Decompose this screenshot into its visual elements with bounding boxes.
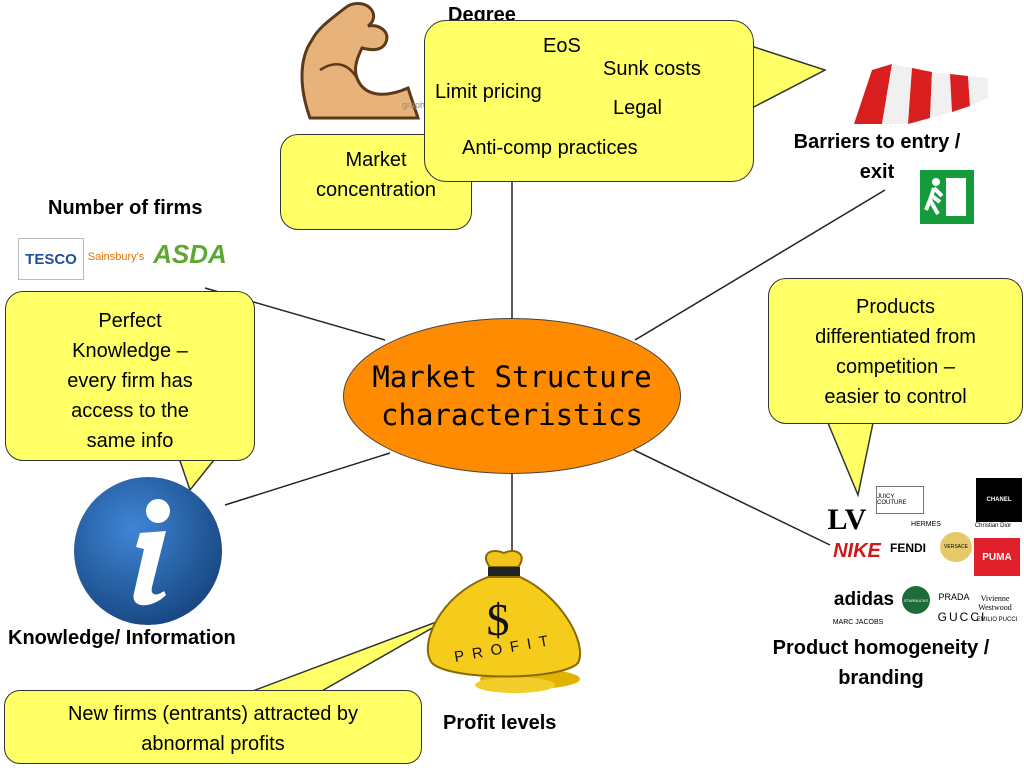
brand-logo-starbucks: STARBUCKS [902,586,930,614]
pd-line-2: differentiated from [815,326,976,348]
ph-line2: branding [838,667,924,689]
asda-logo: ASDA [153,238,227,269]
new-firms-bubble: New firms (entrants) attracted by abnorm… [4,690,422,764]
number-of-firms-label: Number of firms [48,197,203,219]
pk-line-3: every firm has [67,370,193,392]
pk-line-1: Perfect [98,310,162,332]
bag-dollar-sign: $ [487,594,510,645]
new-firms-line2: abnormal profits [141,733,285,755]
brand-logo-adidas: adidas [833,589,895,610]
sainsburys-logo: Sainsbury's [84,225,148,289]
new-firms-line1: New firms (entrants) attracted by [67,703,359,725]
barriers-examples-callout: EoS Sunk costs Limit pricing Legal Anti-… [424,20,754,182]
line-to-branding [633,449,831,546]
callout-item-anti-comp: Anti-comp practices [462,137,638,159]
brand-logo-puma: PUMA [974,538,1020,576]
product-homogeneity-label: Product homogeneity / branding [738,633,1024,693]
market-concentration-line1: Market [345,149,407,171]
knowledge-label: Knowledge/ Information [8,627,236,649]
pk-line-5: same info [86,430,174,452]
brand-logo-gucci: GUCCI [937,610,987,624]
pk-line-4: access to the [71,400,189,422]
pd-line-4: easier to control [824,386,967,408]
brand-logo-chanel: CHANEL [976,478,1022,522]
line-to-knowledge [224,452,391,506]
center-line2: characteristics [381,398,643,432]
brand-logos-collage: LV NIKE FENDI adidas PRADA GUCCI PUMA Vi… [826,478,1022,628]
callout-item-limit-pricing: Limit pricing [435,81,542,103]
market-concentration-line2: concentration [315,179,437,201]
brand-logo-lv: LV [827,503,867,536]
products-differentiated-bubble: Products differentiated from competition… [768,278,1023,424]
flexed-arm-icon: graphics factory [300,2,430,120]
brand-logo-hermes: HERMES [911,520,941,528]
brand-logo-marc-jacobs: MARC JACOBS [832,618,884,626]
brand-logo-versace: VERSACE [940,532,972,562]
brand-logo-prada: PRADA [938,592,970,602]
pd-line-3: competition – [836,356,955,378]
brand-logo-fendi: FENDI [890,541,926,555]
brand-logo-vivienne-westwood: Vivienne Westwood [978,594,1012,612]
tesco-logo: TESCO [18,238,84,280]
road-barrier-icon [854,64,988,124]
brand-logo-nike: NIKE [833,539,881,562]
callout-item-legal: Legal [613,97,662,119]
ph-line1: Product homogeneity / [772,637,990,659]
info-icon [74,477,222,625]
line-to-barriers [634,189,886,341]
barriers-line2: exit [859,161,895,183]
market-structure-center: Market Structure characteristics [343,318,681,474]
perfect-knowledge-bubble: Perfect Knowledge – every firm has acces… [5,291,255,461]
callout-item-eos: EoS [543,35,581,57]
pd-line-1: Products [856,296,935,318]
profit-levels-label: Profit levels [443,712,557,734]
brand-logo-dior: Christian Dior [974,523,1012,529]
barriers-line1: Barriers to entry / [793,131,961,153]
barriers-label: Barriers to entry / exit [762,127,992,187]
brand-logo-juicy: JUICY COUTURE [876,486,924,514]
svg-text:graphics factory: graphics factory [402,100,430,110]
center-line1: Market Structure [372,360,652,394]
pk-line-2: Knowledge – [72,340,188,362]
top-callout-tail [747,43,827,112]
callout-item-sunk-costs: Sunk costs [603,58,701,80]
exit-sign-icon [920,170,974,224]
money-bag-icon: $ PROFIT [426,549,581,693]
brand-logo-pucci: EMILIO PUCCI [976,617,1018,623]
